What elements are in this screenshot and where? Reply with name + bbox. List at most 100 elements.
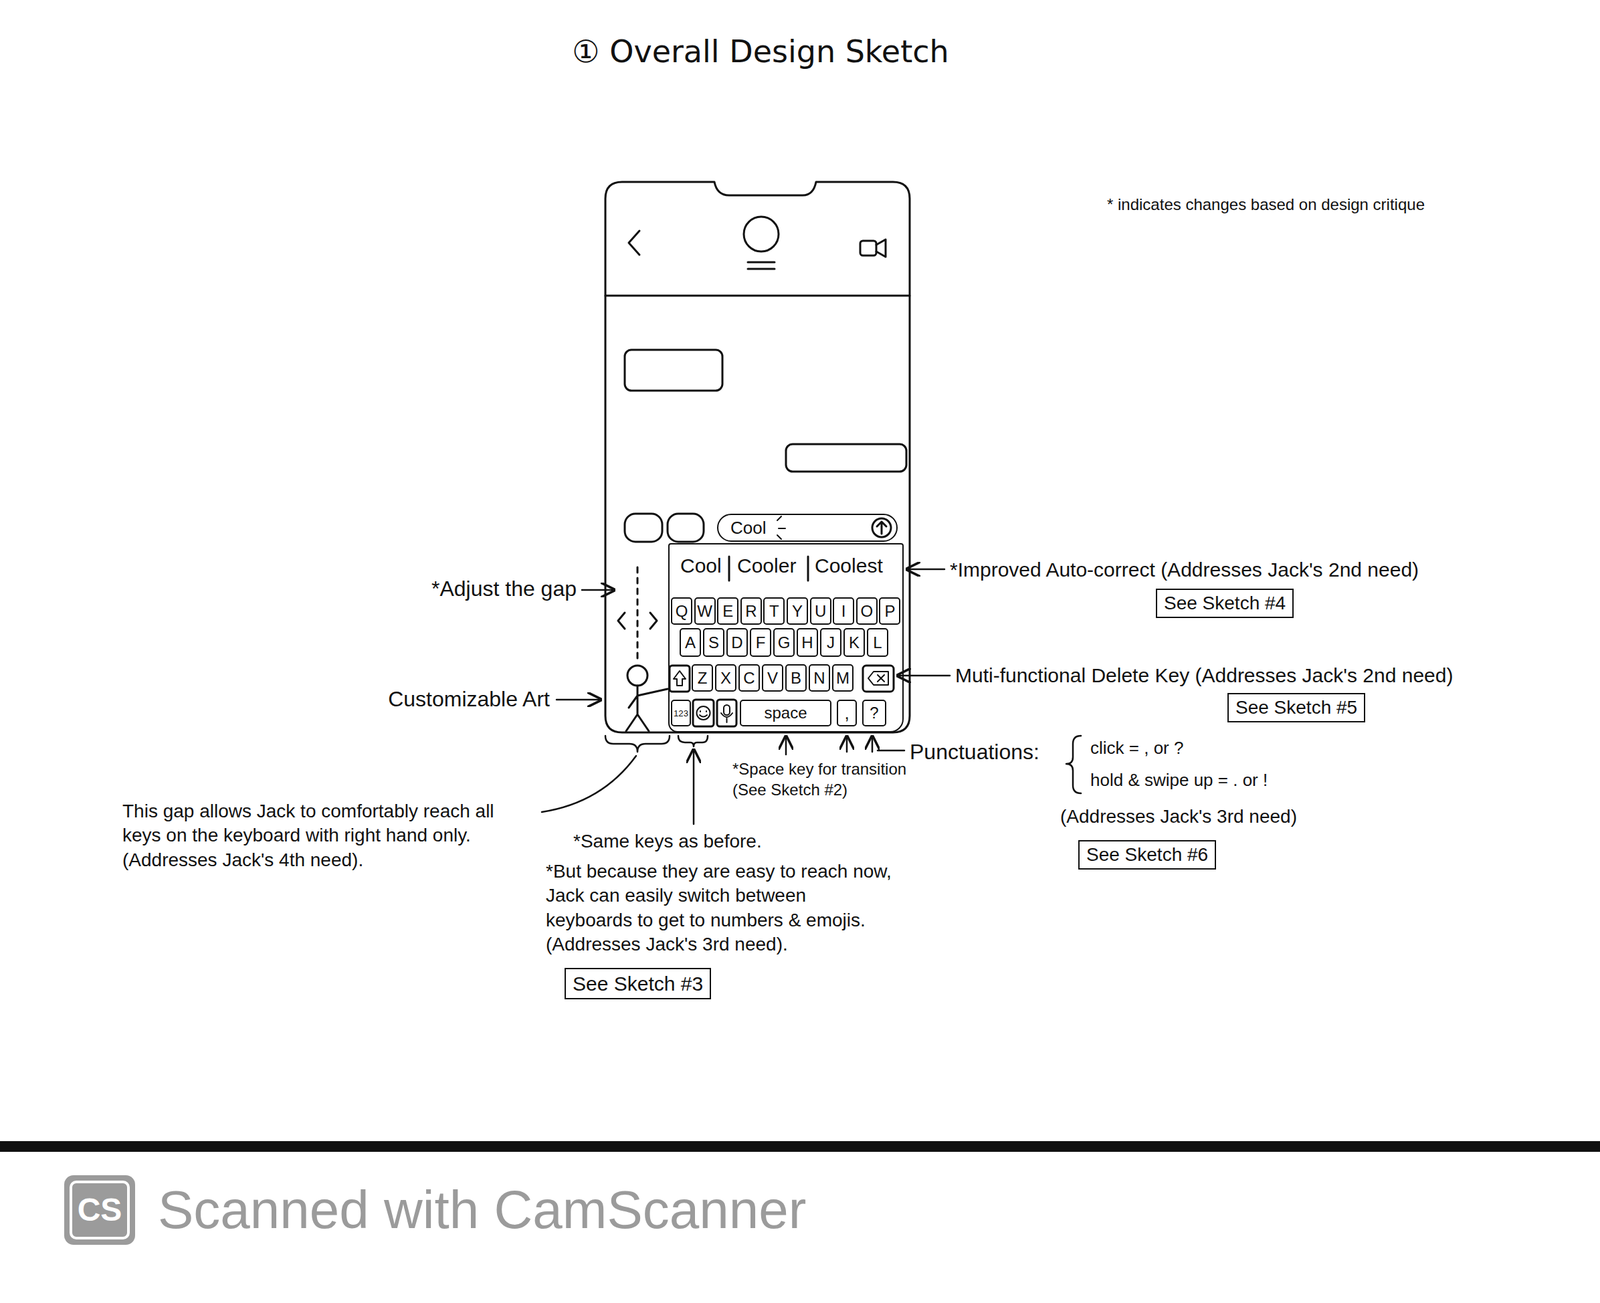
- key-label: W: [696, 602, 713, 621]
- leader-arrow: [556, 698, 601, 702]
- letter-key: Y: [786, 597, 809, 625]
- key-label: A: [684, 633, 696, 653]
- annotation: *Same keys as before.: [573, 829, 762, 854]
- letter-key: S: [703, 628, 725, 657]
- leader-arrow: [846, 736, 849, 752]
- stick-figure-head: [627, 665, 648, 686]
- comma-key: ,: [836, 699, 857, 727]
- sketch-reference-box: See Sketch #4: [1155, 588, 1294, 619]
- letter-key: X: [715, 664, 737, 692]
- key-label: X: [720, 668, 732, 688]
- video-icon: [860, 240, 877, 256]
- app-button: [667, 513, 704, 542]
- key-label: M: [836, 668, 850, 688]
- key-label: S: [708, 633, 720, 653]
- mic-stand: [721, 713, 733, 723]
- sketch-reference-text: See Sketch #3: [572, 972, 704, 995]
- letter-key: I: [832, 597, 855, 625]
- gap-guide: [636, 567, 639, 663]
- key-label: N: [813, 668, 825, 688]
- annotation: (Addresses Jack's 3rd need): [1060, 804, 1297, 829]
- leader-arrow: [581, 589, 615, 592]
- logo-text: CS: [77, 1189, 123, 1231]
- back-chevron: [628, 230, 640, 255]
- stick-figure-body: [626, 685, 668, 732]
- autocorrect-suggestion: Cooler: [737, 551, 796, 581]
- phone-outline: [605, 181, 910, 733]
- letter-key: G: [773, 628, 795, 657]
- typed-text: Cool: [730, 517, 766, 539]
- letter-key: F: [749, 628, 772, 657]
- letter-key: N: [808, 664, 831, 692]
- letter-key: R: [740, 597, 762, 625]
- key-label: Q: [675, 602, 689, 621]
- key-label: G: [777, 633, 791, 653]
- letter-key: J: [820, 628, 842, 657]
- number-switch-key: 123: [670, 699, 691, 727]
- letter-key: Q: [670, 597, 693, 625]
- delete-key: [862, 665, 894, 692]
- emoji-icon: [696, 706, 711, 720]
- key-label: T: [769, 602, 780, 621]
- leader-arrow: [692, 749, 695, 825]
- letter-key: E: [717, 597, 739, 625]
- header-divider: [605, 294, 910, 297]
- letter-key: Z: [691, 664, 714, 692]
- key-label: B: [790, 668, 802, 688]
- sketch-reference-text: See Sketch #4: [1163, 592, 1286, 614]
- key-label: H: [801, 633, 813, 653]
- key-label: K: [848, 633, 860, 653]
- letter-key: W: [694, 597, 716, 625]
- key-label: E: [722, 602, 734, 621]
- page-bottom-bar: [0, 1141, 1600, 1152]
- letter-key: B: [785, 664, 807, 692]
- key-label: L: [872, 633, 882, 653]
- annotation: *But because they are easy to reach now,…: [545, 859, 894, 958]
- letter-key: U: [810, 597, 832, 625]
- key-label: I: [841, 602, 847, 621]
- shift-arrow: [673, 670, 686, 686]
- letter-key: A: [679, 628, 702, 657]
- key-label: space: [763, 703, 807, 723]
- sketch-reference-box: See Sketch #6: [1078, 840, 1217, 870]
- avatar: [743, 216, 779, 252]
- keys-brace: [678, 735, 708, 747]
- chat-bubble: [785, 444, 907, 472]
- key-label: P: [884, 602, 895, 621]
- chat-bubble: [624, 349, 723, 391]
- mic-key: [717, 699, 737, 727]
- letter-key: O: [856, 597, 878, 625]
- annotation: *Adjust the gap: [431, 575, 577, 604]
- annotation: Punctuations:: [909, 738, 1040, 767]
- app-button: [624, 513, 663, 542]
- key-label: Z: [697, 668, 708, 688]
- scanner-logo: [64, 1175, 136, 1245]
- phone-illustration: [605, 181, 910, 733]
- critique-note: * indicates changes based on design crit…: [1107, 193, 1425, 215]
- sketch-reference-box: See Sketch #3: [564, 967, 712, 1000]
- key-label: Y: [791, 602, 803, 621]
- autocorrect-suggestion: Coolest: [814, 551, 883, 581]
- autocorrect-suggestion: Cool: [680, 551, 722, 581]
- mic-icon: [723, 705, 730, 716]
- key-label: C: [743, 668, 755, 688]
- gesture-note: click = , or ?: [1090, 737, 1184, 760]
- leader-arrow: [871, 736, 874, 752]
- letter-key: H: [796, 628, 819, 657]
- emoji-face: [699, 711, 708, 718]
- shift-key: [669, 665, 690, 692]
- annotation: This gap allows Jack to comfortably reac…: [122, 799, 538, 873]
- leader-arrow: [785, 736, 788, 755]
- key-label: D: [731, 633, 743, 653]
- annotation: Customizable Art: [387, 685, 550, 714]
- key-label: ?: [869, 703, 879, 723]
- annotation-leaders: [541, 569, 1081, 825]
- annotation: *Space key for transition (See Sketch #2…: [732, 758, 934, 800]
- send-arrow: [876, 521, 887, 534]
- sketch-title: ① Overall Design Sketch: [571, 32, 949, 73]
- letter-key: D: [726, 628, 748, 657]
- scanner-logo-frame: [70, 1181, 129, 1239]
- space-key: space: [739, 699, 832, 727]
- sketch-reference-text: See Sketch #5: [1235, 696, 1358, 718]
- letter-key: M: [832, 664, 854, 692]
